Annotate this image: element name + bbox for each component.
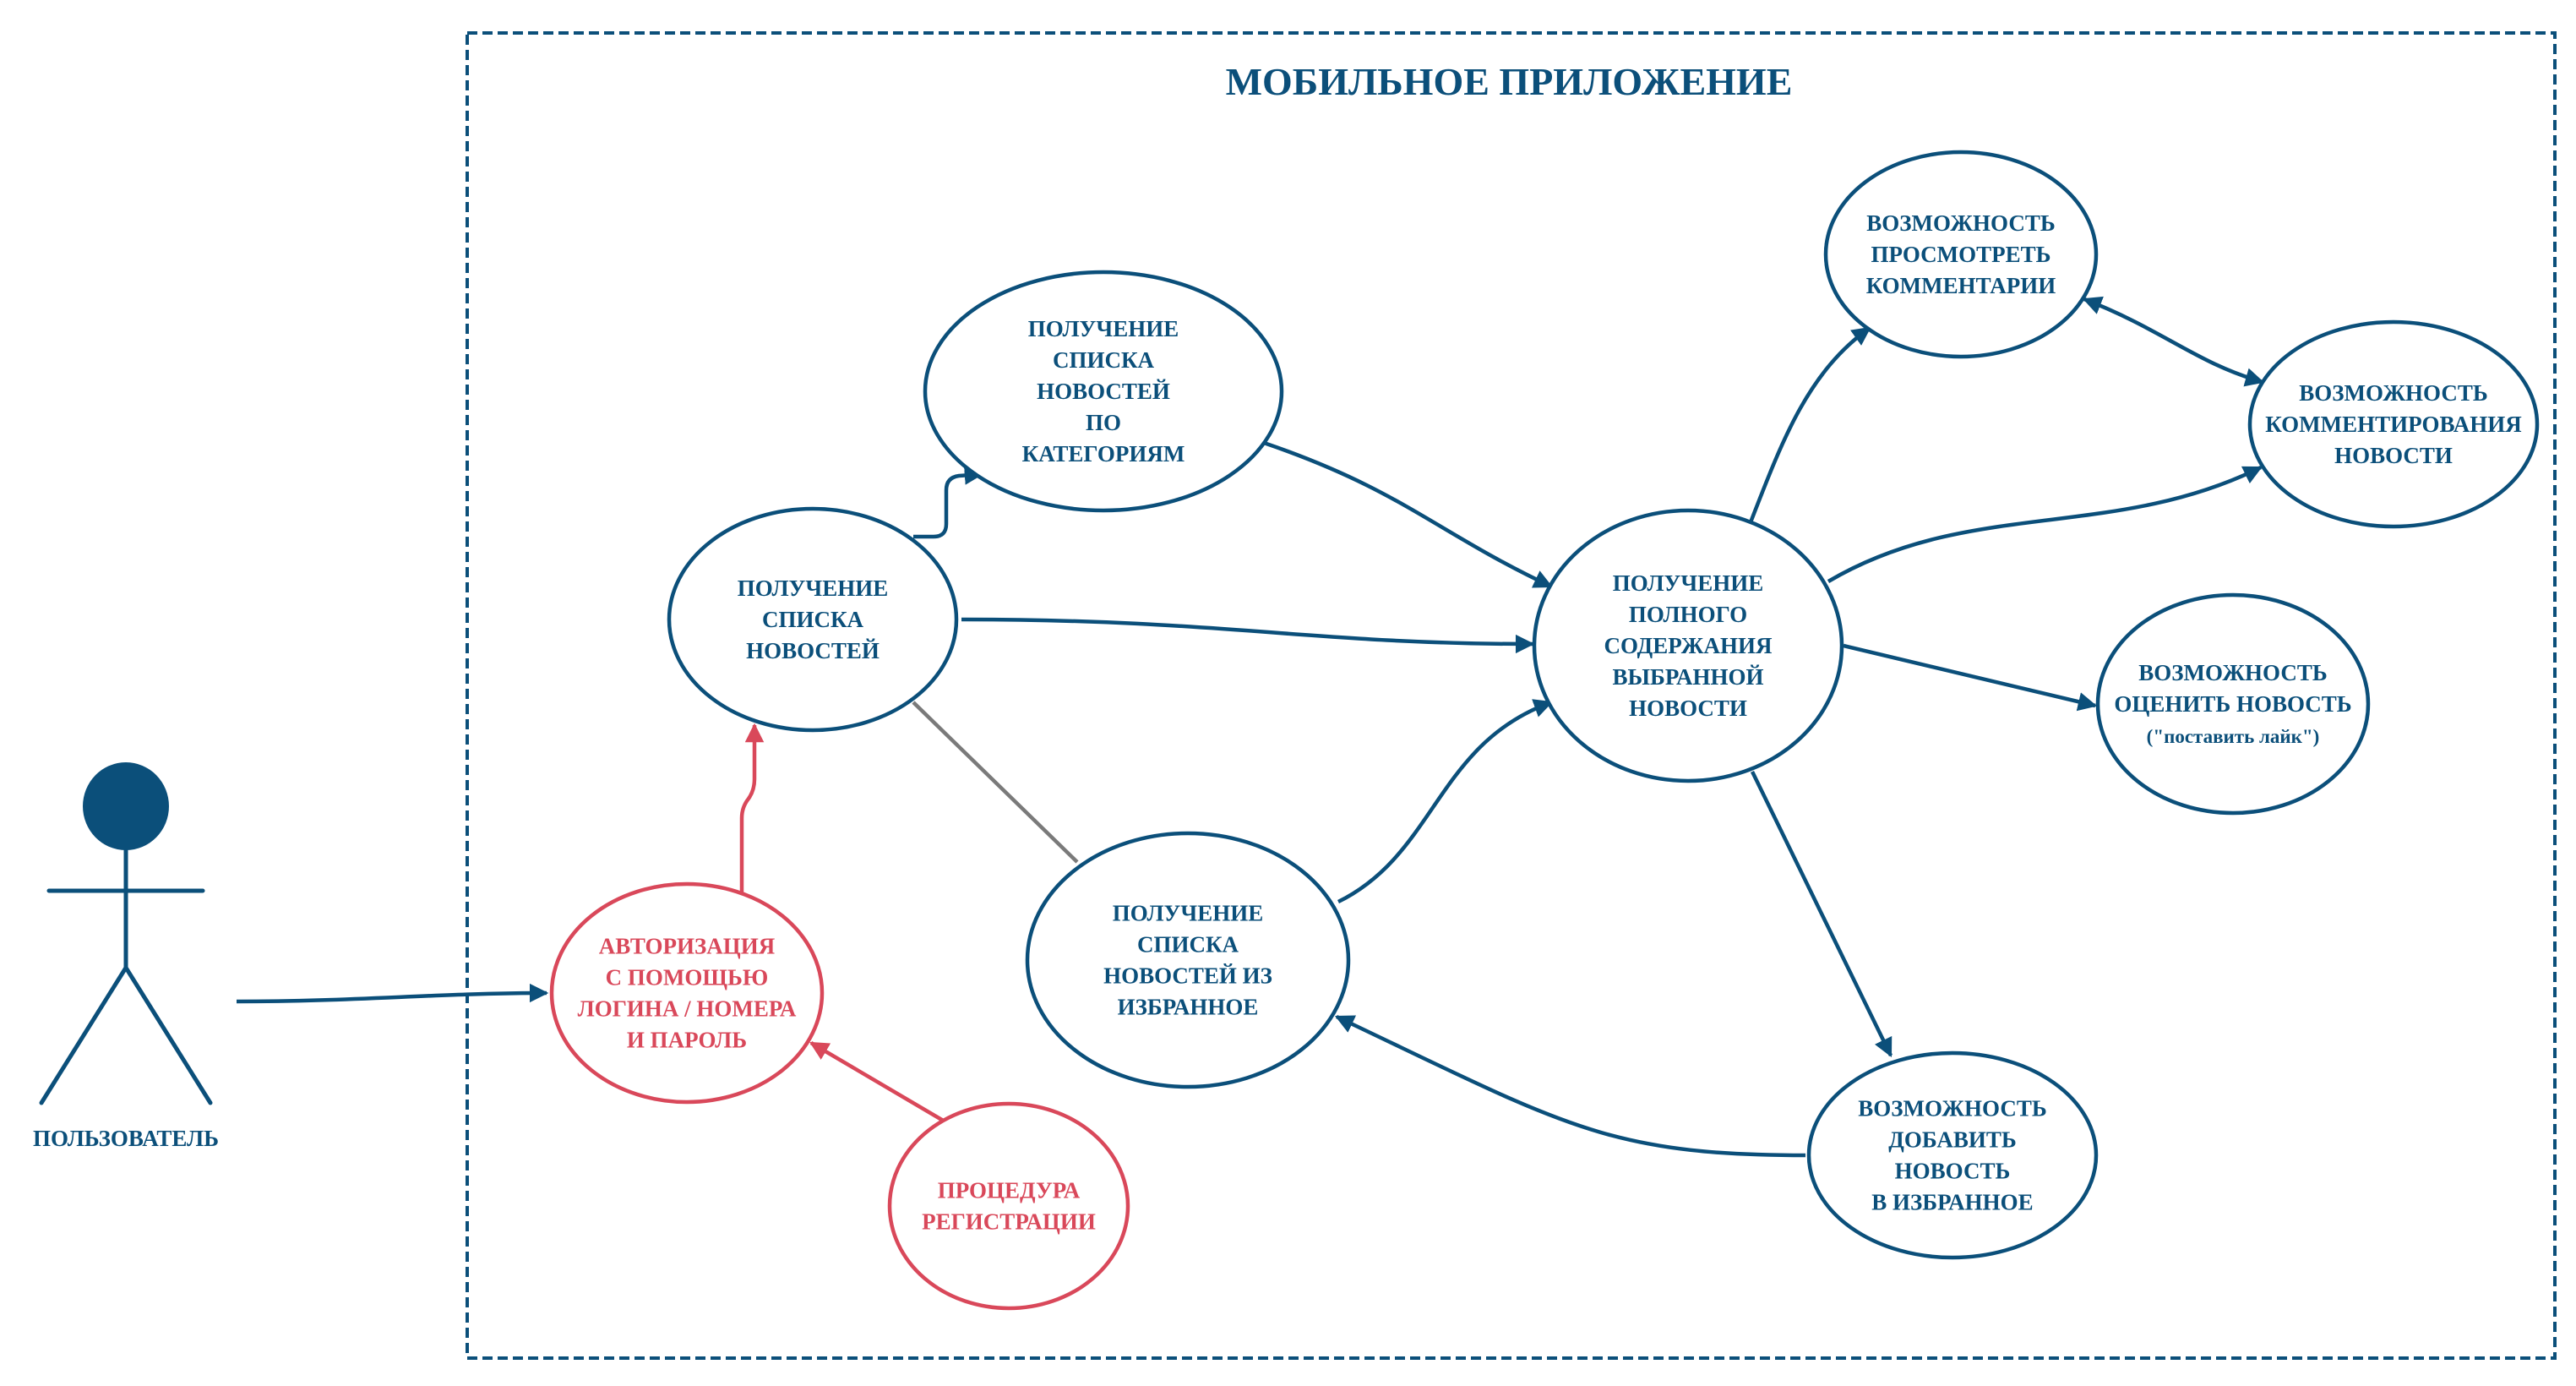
system-boundary (466, 31, 2557, 1360)
edge-news-list-to-category (913, 466, 984, 539)
use-case-label-line: ПРОСМОТРЕТЬ (1871, 242, 2050, 267)
use-case-label-line: ОЦЕНИТЬ НОВОСТЬ (2114, 691, 2351, 717)
use-case-add-favorite[interactable]: ВОЗМОЖНОСТЬ ДОБАВИТЬ НОВОСТЬ В ИЗБРАННОЕ (1806, 1050, 2099, 1260)
use-case-news-list[interactable]: ПОЛУЧЕНИЕ СПИСКА НОВОСТЕЙ (667, 506, 959, 733)
use-case-ellipse (1532, 508, 1844, 783)
use-case-label-line: С ПОМОЩЬЮ (606, 965, 769, 990)
edge-full-to-add-favorite (1750, 771, 1893, 1058)
use-case-label-line: КАТЕГОРИЯМ (1022, 441, 1185, 467)
use-case-favorites-list[interactable]: ПОЛУЧЕНИЕ СПИСКА НОВОСТЕЙ ИЗ ИЗБРАННОЕ (1025, 831, 1351, 1089)
use-case-ellipse (1025, 831, 1351, 1089)
edge-full-to-rate (1843, 643, 2098, 712)
use-case-view-comments[interactable]: ВОЗМОЖНОСТЬ ПРОСМОТРЕТЬ КОММЕНТАРИИ (1823, 150, 2099, 359)
use-case-ellipse (549, 881, 825, 1105)
use-case-label-line: НОВОСТЕЙ (746, 638, 880, 663)
use-case-news-by-category[interactable]: ПОЛУЧЕНИЕ СПИСКА НОВОСТЕЙ ПО КАТЕГОРИЯМ (923, 270, 1284, 513)
use-case-ellipse (2247, 319, 2540, 529)
use-case-label-line: СПИСКА (1137, 932, 1239, 958)
edge-news-list-to-full (961, 617, 1535, 654)
use-case-auth[interactable]: АВТОРИЗАЦИЯ С ПОМОЩЬЮ ЛОГИНА / НОМЕРА И ПАР… (549, 881, 825, 1105)
use-case-label-line: СПИСКА (1053, 347, 1155, 373)
edge-full-to-commenting (1827, 465, 2263, 583)
use-case-label-line: ЛОГИНА / НОМЕРА (578, 996, 797, 1022)
use-case-label-line: КОММЕНТИРОВАНИЯ (2265, 412, 2522, 437)
use-case-ellipse (2095, 592, 2371, 816)
use-case-ellipse (667, 506, 959, 733)
use-case-label-line: НОВОСТЕЙ ИЗ (1103, 963, 1272, 989)
actor-user[interactable]: ПОЛЬЗОВАТЕЛЬ (33, 762, 219, 1151)
actor-right-leg (123, 965, 213, 1105)
use-case-commenting[interactable]: ВОЗМОЖНОСТЬ КОММЕНТИРОВАНИЯ НОВОСТИ (2247, 319, 2540, 529)
use-case-label-line: ВОЗМОЖНОСТЬ (1866, 210, 2055, 236)
use-case-label-line: ПРОЦЕДУРА (938, 1178, 1081, 1203)
system-title: МОБИЛЬНОЕ ПРИЛОЖЕНИЕ (1226, 60, 1793, 103)
edge-add-favorite-to-favorites (1334, 1014, 1806, 1158)
use-case-label-line: ВОЗМОЖНОСТЬ (1858, 1096, 2046, 1121)
use-case-ellipse (1806, 1050, 2099, 1260)
use-case-label-line: РЕГИСТРАЦИИ (922, 1209, 1096, 1235)
use-case-label-line: В ИЗБРАННОЕ (1871, 1190, 2033, 1215)
use-case-label-line: ВЫБРАННОЙ (1613, 664, 1764, 690)
edge-register-to-auth (809, 1041, 967, 1135)
edge-news-list-favorites-association (912, 701, 1079, 864)
actor-left-leg (39, 965, 128, 1105)
use-case-register[interactable]: ПРОЦЕДУРА РЕГИСТРАЦИИ (887, 1101, 1130, 1311)
use-case-full-content[interactable]: ПОЛУЧЕНИЕ ПОЛНОГО СОДЕРЖАНИЯ ВЫБРАННОЙ НОВОС… (1532, 508, 1844, 783)
edge-auth-to-news-list (739, 723, 765, 892)
edge-user-to-auth (236, 983, 549, 1004)
use-case-ellipse (923, 270, 1284, 513)
actor-label: ПОЛЬЗОВАТЕЛЬ (33, 1126, 219, 1151)
actor-head-icon (83, 762, 169, 850)
use-case-label-line: ("поставить лайк") (2147, 726, 2320, 747)
use-case-ellipse (1823, 150, 2099, 359)
use-case-label-line: НОВОСТЕЙ (1037, 379, 1170, 404)
use-case-label-line: НОВОСТИ (1629, 696, 1747, 721)
use-case-label-line: ВОЗМОЖНОСТЬ (2299, 380, 2487, 406)
use-case-rate[interactable]: ВОЗМОЖНОСТЬ ОЦЕНИТЬ НОВОСТЬ ("поставить ла… (2095, 592, 2371, 816)
edge-view-comments-commenting (2082, 296, 2265, 387)
use-case-label-line: ПОЛУЧЕНИЕ (1028, 316, 1179, 341)
edge-full-to-view-comments (1748, 326, 1871, 523)
use-case-label-line: ПО (1086, 410, 1121, 435)
use-case-label-line: ПОЛУЧЕНИЕ (738, 576, 888, 601)
use-case-label-line: ИЗБРАННОЕ (1118, 995, 1259, 1020)
use-case-label-line: ДОБАВИТЬ (1888, 1127, 2016, 1153)
use-case-label-line: НОВОСТИ (2334, 443, 2453, 468)
edge-category-to-full (1263, 440, 1554, 589)
use-case-label-line: ПОЛУЧЕНИЕ (1613, 570, 1763, 596)
use-case-label-line: ВОЗМОЖНОСТЬ (2138, 660, 2327, 685)
use-case-label-line: И ПАРОЛЬ (627, 1028, 747, 1053)
edge-favorites-to-full (1337, 699, 1554, 904)
use-case-label-line: КОММЕНТАРИИ (1866, 273, 2056, 298)
use-case-ellipse (887, 1101, 1130, 1311)
use-case-label-line: СОДЕРЖАНИЯ (1604, 633, 1773, 658)
use-case-label-line: СПИСКА (762, 607, 864, 632)
use-case-label-line: АВТОРИЗАЦИЯ (599, 934, 776, 959)
use-case-label-line: ПОЛНОГО (1629, 602, 1747, 627)
use-case-label-line: ПОЛУЧЕНИЕ (1113, 901, 1263, 926)
use-case-label-line: НОВОСТЬ (1895, 1159, 2011, 1184)
